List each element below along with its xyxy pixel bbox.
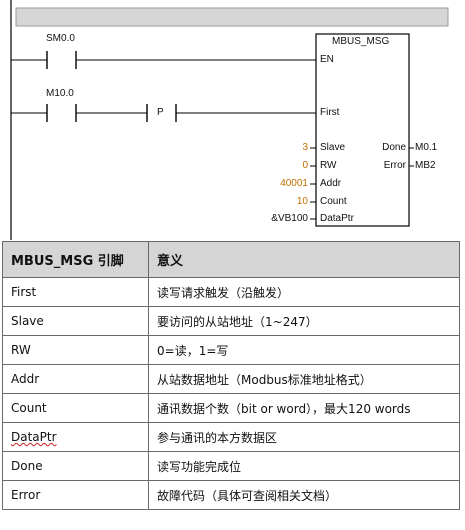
header-pin: MBUS_MSG 引脚 (2, 241, 149, 278)
table-row: First 读写请求触发（沿触发） (2, 277, 460, 307)
pin-cell: Done (2, 451, 149, 481)
table-row: Count 通讯数据个数（bit or word），最大120 words (2, 393, 460, 423)
input-dataptr-value: &VB100 (271, 213, 308, 224)
table-header-row: MBUS_MSG 引脚 意义 (2, 241, 460, 278)
pin-slave: Slave (320, 142, 346, 153)
input-count-value: 10 (296, 196, 308, 207)
ladder-graphics (10, 0, 449, 240)
pin-error: Error (383, 160, 406, 171)
block-title: MBUS_MSG (332, 36, 390, 47)
network-header-bar (15, 7, 449, 27)
pin-count: Count (320, 196, 347, 207)
pin-cell: Slave (2, 306, 149, 336)
pin-cell: Count (2, 393, 149, 423)
pin-cell-text: DataPtr (11, 430, 57, 444)
header-meaning: 意义 (148, 241, 460, 278)
pin-cell: Error (2, 480, 149, 510)
input-slave-value: 3 (302, 142, 308, 153)
pin-cell: DataPtr (2, 422, 149, 452)
table-row: RW 0=读，1=写 (2, 335, 460, 365)
pin-first: First (320, 107, 340, 118)
input-rw-value: 0 (302, 160, 308, 171)
contact2-label: M10.0 (46, 88, 74, 99)
output-done-value: M0.1 (415, 142, 438, 153)
pin-dataptr: DataPtr (320, 213, 354, 224)
meaning-cell: 从站数据地址（Modbus标准地址格式） (148, 364, 460, 394)
contact1-label: SM0.0 (46, 33, 75, 44)
pin-rw: RW (320, 160, 337, 171)
meaning-cell: 要访问的从站地址（1~247） (148, 306, 460, 336)
meaning-cell: 0=读，1=写 (148, 335, 460, 365)
meaning-cell: 读写请求触发（沿触发） (148, 277, 460, 307)
output-error-value: MB2 (415, 160, 436, 171)
pin-addr: Addr (320, 178, 342, 189)
table-row: Slave 要访问的从站地址（1~247） (2, 306, 460, 336)
input-addr-value: 40001 (280, 178, 308, 189)
table-row: Addr 从站数据地址（Modbus标准地址格式） (2, 364, 460, 394)
pin-cell: Addr (2, 364, 149, 394)
meaning-cell: 通讯数据个数（bit or word），最大120 words (148, 393, 460, 423)
pin-en: EN (320, 54, 334, 65)
pin-description-table: MBUS_MSG 引脚 意义 First 读写请求触发（沿触发） Slave 要… (2, 241, 460, 510)
pin-done: Done (382, 142, 406, 153)
pin-cell: RW (2, 335, 149, 365)
meaning-cell: 故障代码（具体可查阅相关文档） (148, 480, 460, 510)
table-row: DataPtr 参与通讯的本方数据区 (2, 422, 460, 452)
table-row: Done 读写功能完成位 (2, 451, 460, 481)
mbus-msg-block (315, 33, 410, 227)
meaning-cell: 参与通讯的本方数据区 (148, 422, 460, 452)
pin-cell: First (2, 277, 149, 307)
meaning-cell: 读写功能完成位 (148, 451, 460, 481)
ladder-diagram: SM0.0 M10.0 P MBUS_MSG EN First Slave RW… (0, 0, 465, 240)
table-row: Error 故障代码（具体可查阅相关文档） (2, 480, 460, 510)
p-contact-label: P (157, 107, 164, 118)
